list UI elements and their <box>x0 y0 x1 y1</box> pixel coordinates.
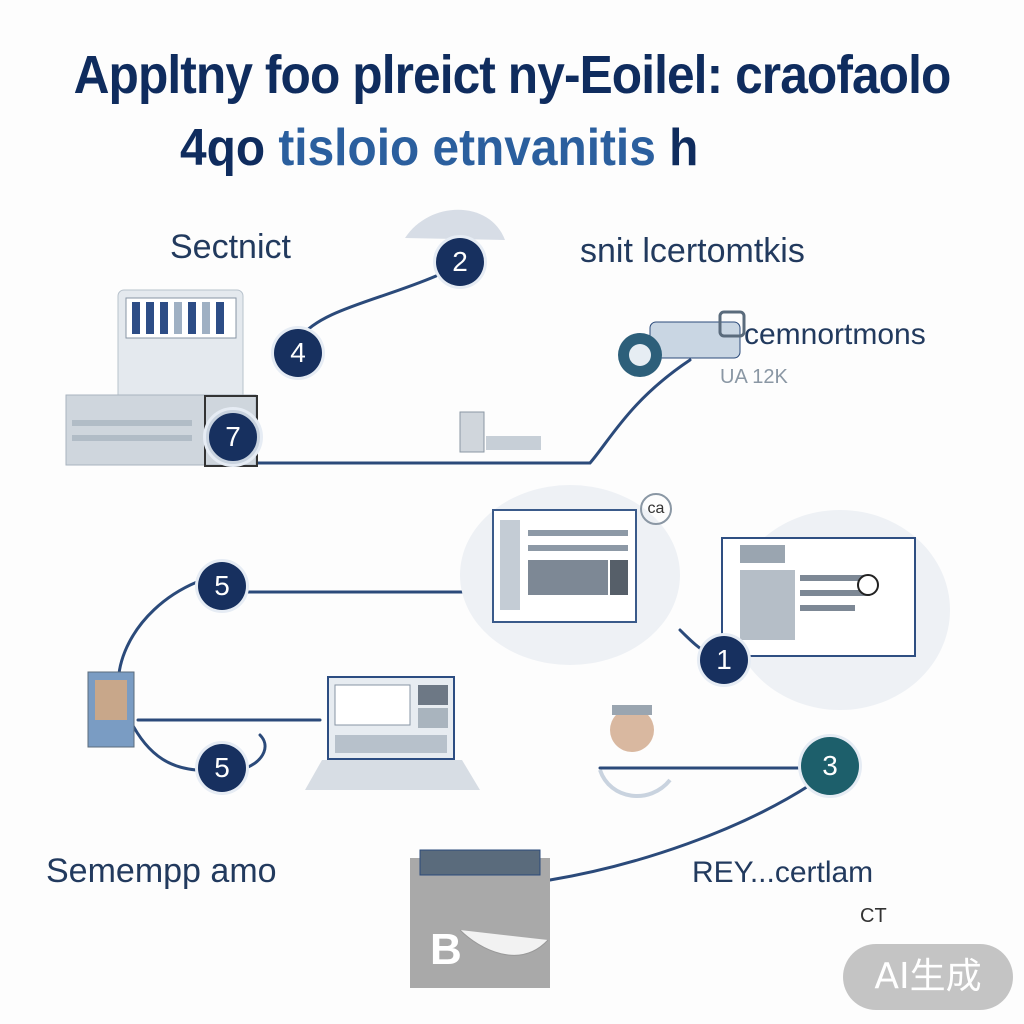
step-badge-4: 4 <box>274 329 322 377</box>
label-top-left: Sectnict <box>170 228 291 266</box>
diagram-title-line-2: 4qo tisloio etnvanitis h <box>180 118 698 178</box>
label-top-right: snit lcertomtkis <box>580 232 805 270</box>
step-badge-7: 7 <box>206 410 260 464</box>
label-bottom-right: REY...certlam <box>692 856 874 889</box>
title-line-2-end: h <box>669 119 699 177</box>
step-badge-2: 2 <box>436 238 484 286</box>
step-badge-3: 3 <box>801 737 859 795</box>
title-line-2-dark: 4qo <box>180 119 266 177</box>
center-monitor-illustration <box>460 485 680 665</box>
lower-laptop-illustration <box>305 676 480 790</box>
ai-generated-watermark: AI生成 <box>843 944 1013 1010</box>
step-badge-1: 1 <box>700 636 748 684</box>
storage-box-illustration <box>410 849 550 988</box>
arch-decoration <box>405 209 505 240</box>
label-right-sub: UA 12K <box>720 366 788 388</box>
hub-device-illustration <box>459 411 541 453</box>
label-bottom-left: Semempp amo <box>46 852 277 890</box>
phone-device-illustration <box>87 671 135 748</box>
step-badge-5-top: 5 <box>198 562 246 610</box>
box-letter: B <box>430 925 462 974</box>
label-right-mid: cemnortmons <box>744 318 926 351</box>
laptop-tag: ca <box>640 493 672 525</box>
title-line-2-light: tisloio etnvanitis <box>278 119 656 177</box>
security-device-illustration <box>618 310 746 377</box>
step-badge-5-bottom: 5 <box>198 744 246 792</box>
user-avatar-illustration <box>598 705 672 798</box>
label-bottom-right-sub: CT <box>860 905 887 927</box>
diagram-title-line-1: Appltny foo plreict ny-Eoilel: craofaolo <box>73 45 952 105</box>
right-monitor-illustration <box>721 510 950 710</box>
connector-7-to-right <box>252 358 692 465</box>
connector-3-to-box <box>548 783 812 882</box>
connector-5b-right <box>244 733 267 770</box>
connector-2-to-4 <box>298 274 438 340</box>
